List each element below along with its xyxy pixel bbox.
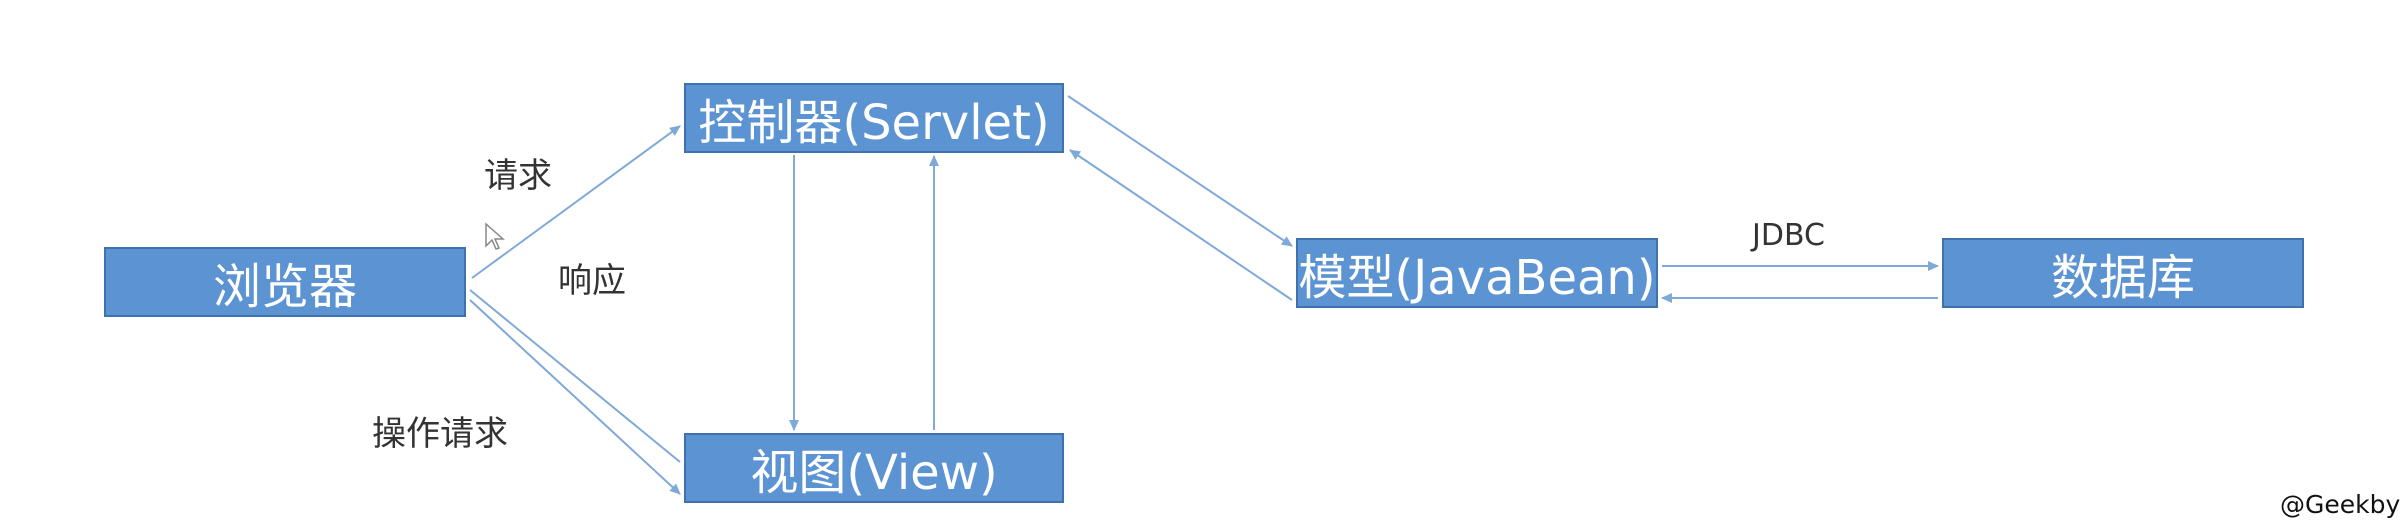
arrow-controller-to-model bbox=[1067, 95, 1293, 247]
view-node: 视图(View) bbox=[684, 433, 1064, 503]
request-label: 请求 bbox=[484, 156, 552, 196]
controller-node: 控制器(Servlet) bbox=[684, 83, 1064, 153]
model-node: 模型(JavaBean) bbox=[1296, 238, 1658, 308]
database-node: 数据库 bbox=[1942, 238, 2304, 308]
arrow-view-to-browser bbox=[469, 289, 681, 463]
controller-node-label: 控制器(Servlet) bbox=[698, 95, 1050, 151]
database-node-label: 数据库 bbox=[2050, 250, 2195, 306]
arrow-browser-to-view bbox=[469, 299, 681, 495]
arrow-browser-to-controller bbox=[471, 125, 681, 279]
mouse-pointer-icon bbox=[484, 222, 506, 256]
operation-request-label: 操作请求 bbox=[372, 414, 508, 454]
view-node-label: 视图(View) bbox=[750, 445, 998, 501]
browser-node-label: 浏览器 bbox=[212, 259, 357, 315]
response-label: 响应 bbox=[558, 261, 626, 301]
watermark: @Geekby bbox=[2280, 490, 2401, 519]
jdbc-label: JDBC bbox=[1752, 218, 1825, 253]
browser-node: 浏览器 bbox=[104, 247, 466, 317]
arrow-model-to-controller bbox=[1069, 149, 1293, 301]
model-node-label: 模型(JavaBean) bbox=[1298, 250, 1656, 306]
